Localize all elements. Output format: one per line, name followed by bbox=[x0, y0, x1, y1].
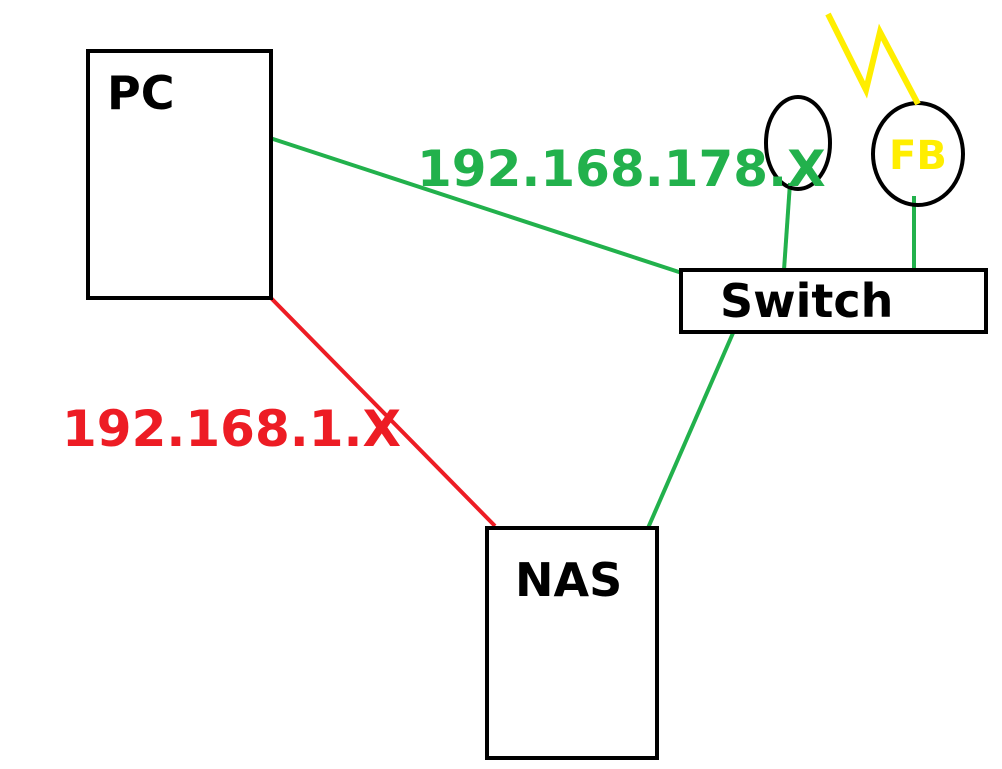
green-network-label: 192.168.178.X bbox=[417, 140, 826, 198]
pc-label: PC bbox=[107, 66, 174, 120]
pc-nas-link bbox=[268, 295, 497, 528]
unlabeled-device-circle bbox=[764, 95, 832, 191]
fb-label: FB bbox=[889, 133, 947, 179]
switch-box bbox=[679, 268, 988, 334]
wireless-signal-icon bbox=[825, 12, 921, 106]
switch-nas-link bbox=[646, 332, 735, 529]
nas-label: NAS bbox=[515, 553, 622, 607]
pc-switch-link bbox=[269, 136, 683, 275]
red-network-label: 192.168.1.X bbox=[62, 400, 401, 458]
switch-label: Switch bbox=[720, 274, 893, 328]
nas-box bbox=[485, 526, 659, 760]
pc-box bbox=[86, 49, 273, 300]
switch-device-link bbox=[782, 182, 792, 271]
